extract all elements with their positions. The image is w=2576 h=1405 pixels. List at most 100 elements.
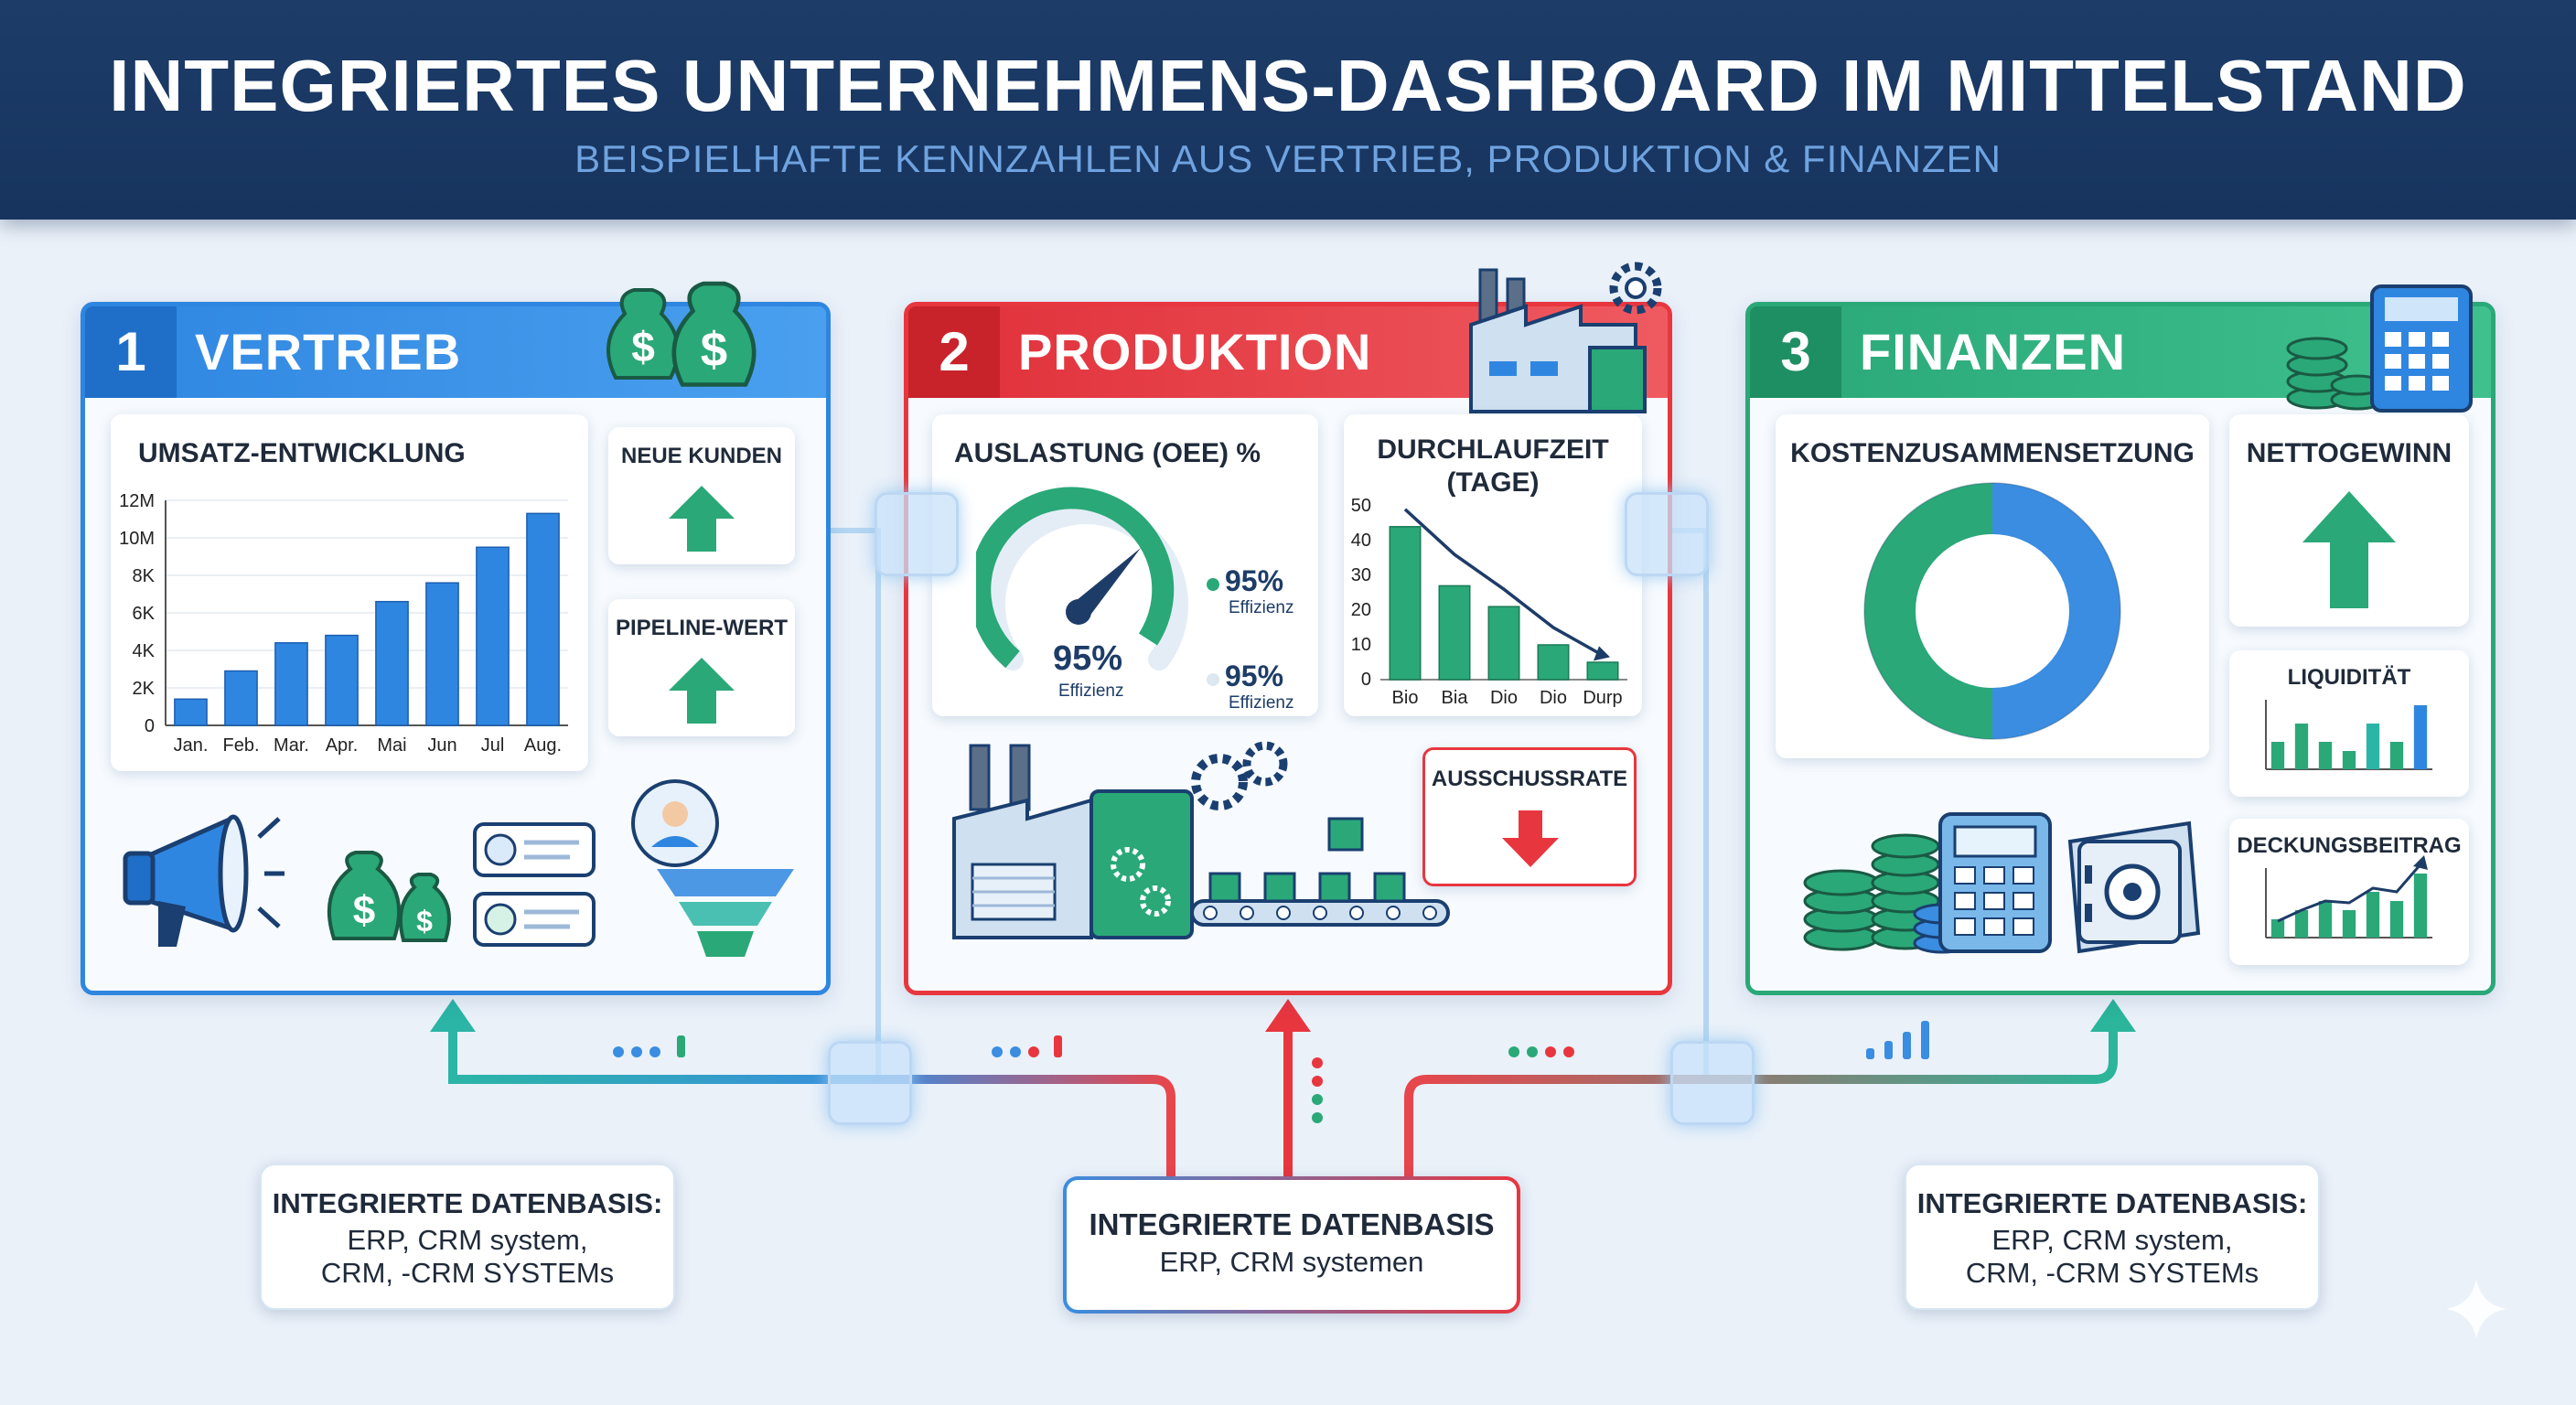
donut-slice	[1991, 483, 2120, 739]
bar	[1487, 606, 1520, 681]
pipeline-card: PIPELINE-WERT	[608, 599, 795, 736]
connector-node	[1625, 492, 1709, 576]
x-tick-label: Bia	[1442, 688, 1469, 708]
legend-dot	[1207, 673, 1219, 686]
deckungsbeitrag-chart	[2265, 855, 2432, 938]
signal-dots-right	[1508, 1046, 1574, 1057]
oee-title: AUSLASTUNG (OEE) %	[954, 438, 1261, 468]
bar	[2413, 874, 2428, 938]
data-source-center: INTEGRIERTE DATENBASIS ERP, CRM systemen	[1063, 1176, 1520, 1314]
svg-text:$: $	[631, 323, 655, 370]
umsatz-title: UMSATZ-ENTWICKLUNG	[138, 438, 466, 468]
page-title: INTEGRIERTES UNTERNEHMENS-DASHBOARD IM M…	[109, 45, 2467, 126]
gauge-label: Effizienz	[1058, 681, 1124, 701]
x-tick-label: Apr.	[326, 735, 359, 756]
y-tick-label: 10M	[119, 529, 155, 549]
money-bag-icon: $ $	[606, 281, 757, 387]
section-number: 2	[908, 306, 1000, 398]
signal-dots-mid	[992, 1035, 1062, 1057]
panel-produktion: 2 PRODUKTION AUSLASTUNG (OEE) % 95% Effi…	[904, 262, 1672, 995]
legend-item: 95% Effizienz	[1207, 660, 1293, 713]
header-banner: INTEGRIERTES UNTERNEHMENS-DASHBOARD IM M…	[0, 0, 2576, 220]
neue-kunden-card: NEUE KUNDEN	[608, 427, 795, 564]
donut-outline	[1863, 482, 2121, 740]
x-tick-label: Mai	[377, 735, 406, 756]
bar	[2318, 901, 2333, 938]
connector-node	[1670, 1041, 1755, 1125]
data-source-right: INTEGRIERTE DATENBASIS: ERP, CRM system,…	[1905, 1164, 2320, 1310]
bar	[2342, 751, 2356, 769]
bar	[2389, 742, 2404, 769]
factory-icon	[1469, 262, 1662, 413]
section-title: PRODUKTION	[1018, 323, 1372, 381]
bar	[1438, 585, 1471, 681]
page-subtitle: BEISPIELHAFTE KENNZAHLEN AUS VERTRIEB, P…	[574, 137, 2002, 180]
liquiditaet-label: LIQUIDITÄT	[2287, 665, 2411, 690]
deckungsbeitrag-card: DECKUNGSBEITRAG	[2229, 819, 2469, 965]
bar	[325, 634, 359, 726]
source-title: INTEGRIERTE DATENBASIS:	[272, 1187, 663, 1219]
bar	[274, 642, 308, 726]
bar	[1537, 644, 1570, 681]
pipeline-label: PIPELINE-WERT	[615, 616, 788, 640]
x-tick-label: Jan.	[174, 735, 209, 756]
x-tick-label: Jul	[481, 735, 505, 756]
y-tick-label: 50	[1351, 496, 1371, 516]
y-tick-label: 6K	[133, 604, 156, 624]
connector-node	[828, 1041, 912, 1125]
y-tick-label: 10	[1351, 635, 1371, 655]
bar	[2389, 901, 2404, 938]
legend-label: Effizienz	[1229, 598, 1294, 617]
section-number: 1	[85, 306, 177, 398]
kosten-donut-chart	[1863, 482, 2121, 740]
oee-gauge	[976, 487, 1188, 670]
signal-dots-left	[613, 1035, 685, 1057]
y-tick-label: 30	[1351, 565, 1371, 585]
bar	[2413, 705, 2428, 769]
source-line: CRM, -CRM SYSTEMs	[320, 1257, 615, 1289]
section-number: 3	[1750, 306, 1841, 398]
source-line: CRM, -CRM SYSTEMs	[1965, 1257, 2259, 1289]
bar	[2342, 910, 2356, 938]
trend-arrowhead	[1594, 646, 1610, 661]
bar	[2294, 724, 2309, 769]
sales-funnel-icon	[631, 779, 794, 957]
ausschuss-label: AUSSCHUSSRATE	[1431, 767, 1628, 791]
durchlauf-title: DURCHLAUFZEIT	[1377, 434, 1609, 465]
y-tick-label: 4K	[133, 641, 156, 661]
x-tick-label: Mar.	[274, 735, 309, 756]
nettogewinn-label: NETTOGEWINN	[2246, 438, 2453, 468]
source-line: ERP, CRM system,	[347, 1224, 588, 1256]
x-tick-label: Aug.	[524, 735, 562, 756]
bar	[2318, 742, 2333, 769]
legend-label: Effizienz	[1229, 693, 1294, 713]
bar	[425, 582, 459, 726]
arrow-up-icon	[2302, 491, 2396, 608]
data-source-left: INTEGRIERTE DATENBASIS: ERP, CRM system,…	[260, 1164, 675, 1310]
legend-item: 95% Effizienz	[1207, 564, 1293, 618]
customer-card-icon	[473, 822, 596, 947]
x-tick-label: Dio	[1540, 688, 1567, 708]
legend-dot	[1207, 578, 1219, 591]
section-title: FINANZEN	[1860, 323, 2127, 381]
flow-arrow-finanzen	[1404, 1023, 2118, 1180]
money-bag-icon: $ $	[327, 851, 451, 942]
x-tick-label: Durp	[1583, 688, 1622, 708]
source-title: INTEGRIERTE DATENBASIS:	[1916, 1187, 2308, 1219]
y-tick-label: 40	[1351, 531, 1371, 551]
y-tick-label: 12M	[119, 491, 155, 511]
arrow-up-icon	[669, 486, 735, 552]
ausschuss-card: AUSSCHUSSRATE	[1422, 747, 1637, 886]
svg-text:$: $	[353, 888, 375, 933]
kosten-card: KOSTENZUSAMMENSETZUNG	[1776, 414, 2209, 758]
arrow-down-icon	[1502, 810, 1559, 867]
bar	[375, 600, 409, 726]
liquiditaet-chart	[2265, 700, 2432, 770]
bar	[2366, 724, 2380, 769]
sparkle-icon	[2446, 1279, 2506, 1339]
donut-slice	[1864, 483, 1993, 739]
y-tick-label: 0	[1361, 670, 1371, 690]
